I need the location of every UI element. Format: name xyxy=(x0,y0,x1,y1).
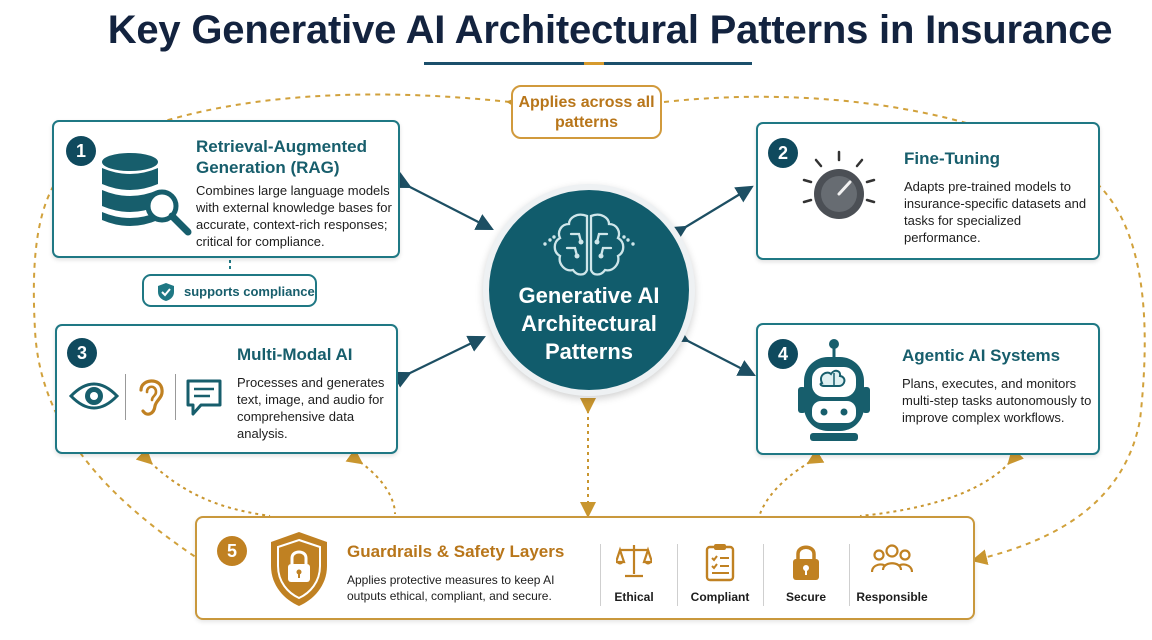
applies-arc-right xyxy=(663,95,1146,566)
page-title: Key Generative AI Architectural Patterns… xyxy=(107,8,1113,52)
clipboard-check-icon xyxy=(705,544,735,582)
scales-icon xyxy=(616,545,652,578)
guard-divider xyxy=(849,544,850,606)
guardrails-description: Applies protective measures to keep AI o… xyxy=(347,573,555,603)
supports-compliance-label: supports compliance xyxy=(184,284,315,299)
guard-item-label: Compliant xyxy=(690,590,750,604)
arrow-center-multimodal xyxy=(392,335,486,388)
guard-item-ethical: Ethical xyxy=(591,538,677,614)
guard-item-label: Ethical xyxy=(614,590,654,604)
pattern-number-badge: 4 xyxy=(768,339,798,369)
guardrails-title: Guardrails & Safety Layers xyxy=(347,542,565,561)
guard-item-responsible: Responsible xyxy=(849,538,935,614)
guard-link-5 xyxy=(859,447,1024,517)
pattern-card-agentic: 4 Agentic AI Systems Plans, executes, an… xyxy=(756,323,1100,455)
applies-arc-left xyxy=(32,93,523,561)
pattern-description: Combines large language models with exte… xyxy=(196,183,392,250)
pattern-number-badge: 5 xyxy=(217,536,247,566)
pattern-description: Processes and generates text, image, and… xyxy=(237,375,385,442)
title-underline xyxy=(424,62,584,65)
robot-icon xyxy=(798,339,870,441)
title-underline-accent xyxy=(584,62,604,65)
guard-link-4 xyxy=(759,448,825,515)
guard-divider xyxy=(763,544,764,606)
pattern-title: Retrieval-Augmented Generation (RAG) xyxy=(196,137,367,178)
arrow-center-agentic xyxy=(670,326,756,377)
arrow-center-rag xyxy=(392,172,494,231)
chat-text-icon xyxy=(186,379,222,416)
icon-divider xyxy=(125,374,126,420)
pattern-title: Agentic AI Systems xyxy=(902,346,1061,365)
guard-item-compliant: Compliant xyxy=(677,538,763,614)
tuning-knob-icon xyxy=(794,148,884,237)
guard-link-1 xyxy=(135,447,271,517)
brain-circuit-icon xyxy=(543,213,635,276)
pattern-number-badge: 2 xyxy=(768,138,798,168)
guard-item-secure: Secure xyxy=(763,538,849,614)
shield-check-icon xyxy=(158,283,174,301)
guard-divider xyxy=(600,544,601,606)
pattern-card-rag: 1 Retrieval-Augmented Generation (RAG) C… xyxy=(52,120,400,258)
pattern-title: Multi-Modal AI xyxy=(237,345,353,364)
applies-across-callout: Applies across all patterns xyxy=(511,85,662,139)
shield-lock-icon xyxy=(271,532,327,606)
people-icon xyxy=(871,544,913,573)
title-underline xyxy=(604,62,752,65)
guard-item-label: Responsible xyxy=(856,590,928,604)
icon-divider xyxy=(175,374,176,420)
center-title: Generative AI Architectural Patterns xyxy=(518,283,660,364)
guard-link-2 xyxy=(345,448,396,515)
database-search-icon xyxy=(98,150,198,245)
pattern-title: Fine-Tuning xyxy=(904,149,1000,168)
supports-compliance-badge: supports compliance xyxy=(142,274,317,307)
pattern-number-badge: 1 xyxy=(66,136,96,166)
pattern-card-multimodal: 3 Multi-Modal AI Processes and generates… xyxy=(55,324,398,454)
pattern-card-finetuning: 2 Fine-Tuning Adapts pre-trained models … xyxy=(756,122,1100,260)
pattern-description: Plans, executes, and monitors multi-step… xyxy=(902,376,1092,426)
guard-divider xyxy=(677,544,678,606)
guardrails-panel: 5 Guardrails & Safety Layers Applies pro… xyxy=(195,516,975,620)
guard-item-label: Secure xyxy=(785,590,827,604)
arrow-center-finetune xyxy=(668,185,754,243)
eye-icon xyxy=(69,382,119,410)
ear-icon xyxy=(139,379,164,416)
pattern-number-badge: 3 xyxy=(67,338,97,368)
padlock-icon xyxy=(793,545,819,580)
center-hub: Generative AI Architectural Patterns xyxy=(483,184,695,396)
pattern-description: Adapts pre-trained models to insurance-s… xyxy=(904,179,1087,246)
